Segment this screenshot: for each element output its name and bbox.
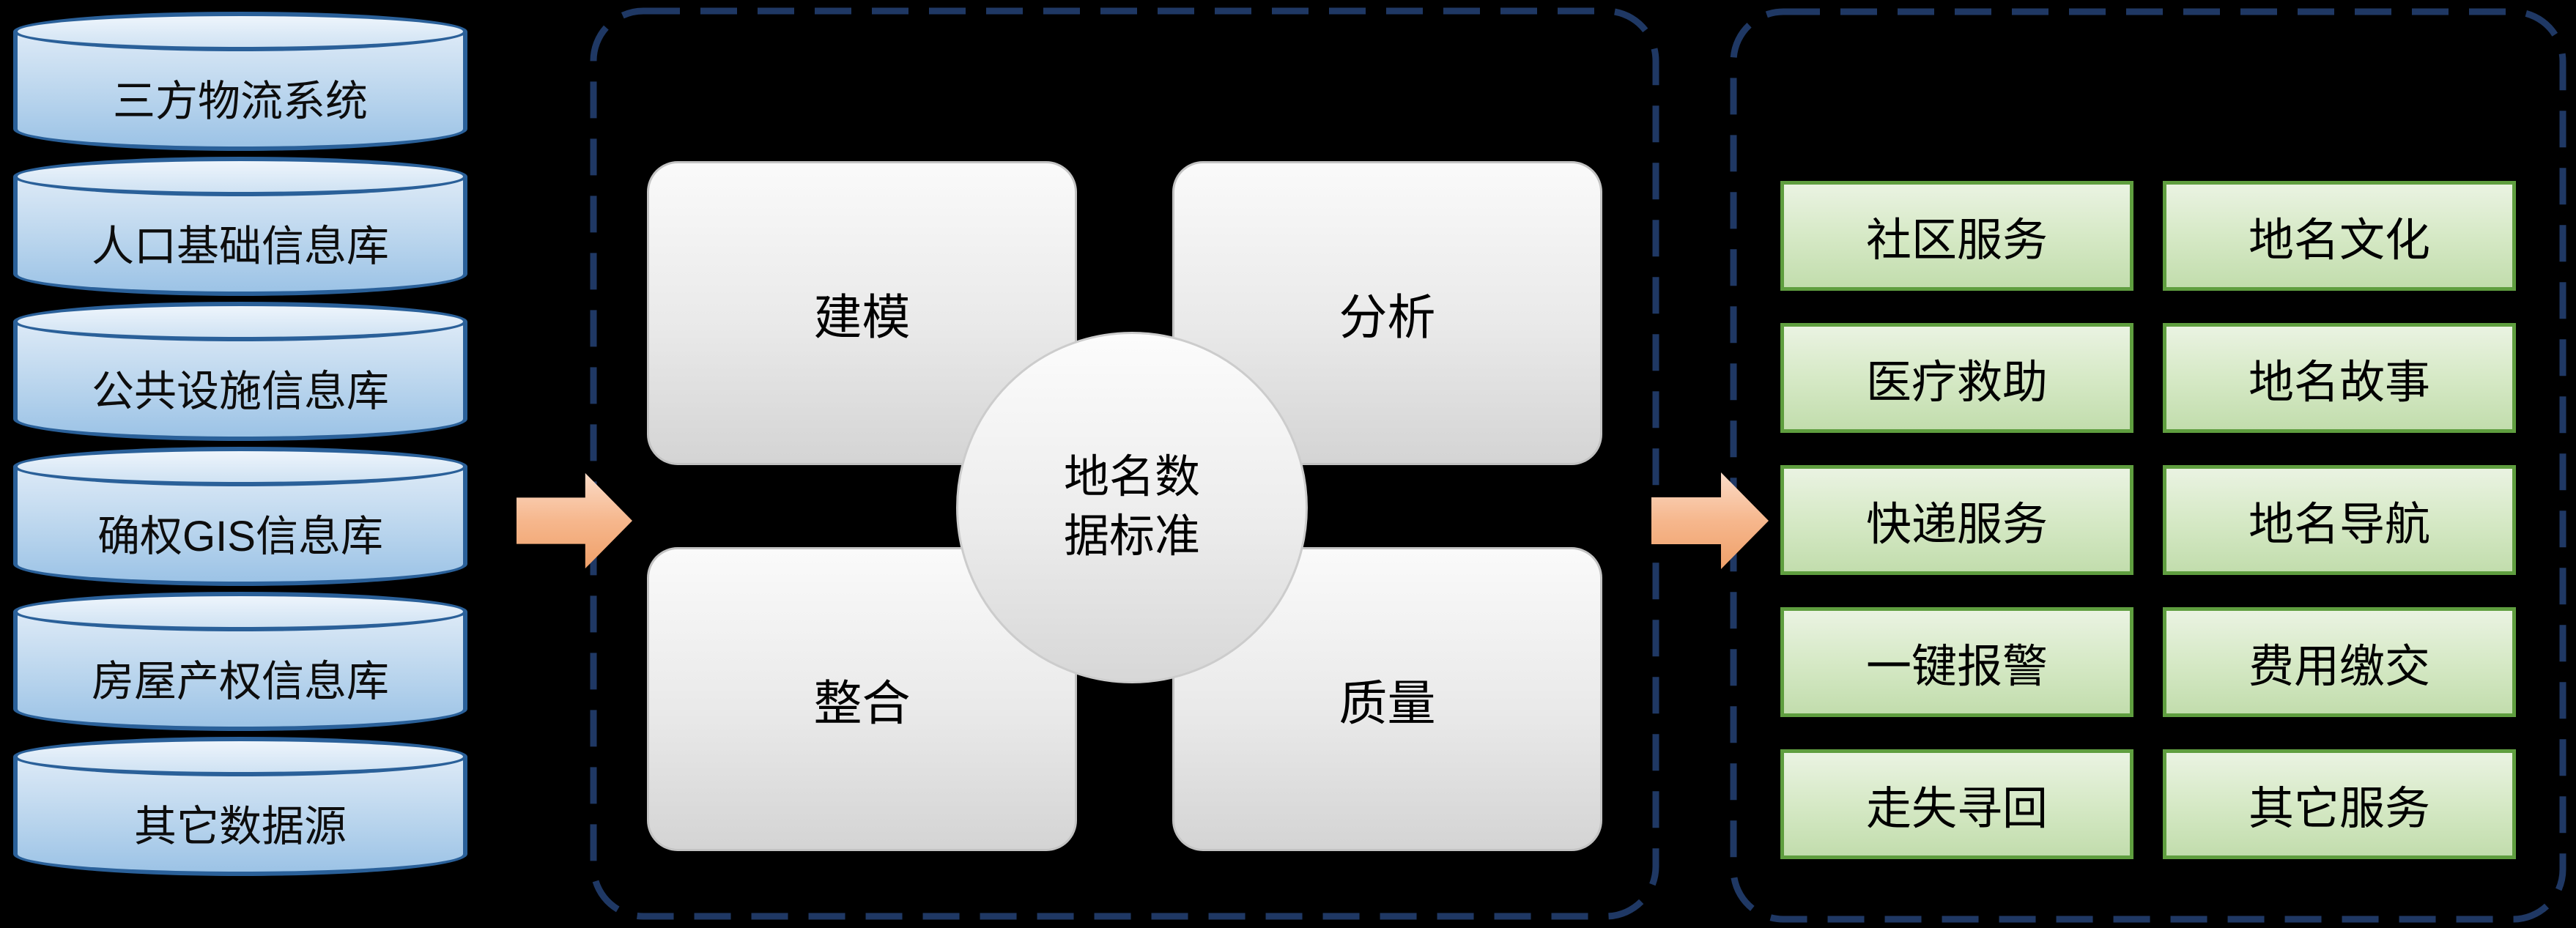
process-box: 建模 <box>647 161 1077 465</box>
service-box: 医疗救助 <box>1780 323 2133 433</box>
data-source-label: 公共设施信息库 <box>91 368 389 415</box>
process-panel: 建模 分析 整合 质量 地名数 据标准 <box>590 7 1659 920</box>
service-label: 地名文化 <box>2248 215 2430 266</box>
service-label: 社区服务 <box>1865 215 2048 266</box>
center-circle-label-line1: 地名数 <box>1063 452 1200 503</box>
cylinder-body <box>13 467 467 586</box>
service-box: 地名文化 <box>2163 181 2516 291</box>
data-source-cylinder: 其它数据源 <box>13 737 467 876</box>
cylinder-top <box>13 737 467 776</box>
cylinder-body <box>13 757 467 876</box>
cylinder-top <box>13 592 467 631</box>
service-box: 走失寻回 <box>1780 749 2133 859</box>
cylinder-top <box>13 157 467 196</box>
service-label: 走失寻回 <box>1865 784 2048 834</box>
process-box-label: 整合 <box>813 675 911 730</box>
data-source-cylinder: 房屋产权信息库 <box>13 592 467 731</box>
service-box: 社区服务 <box>1780 181 2133 291</box>
data-sources-column: 三方物流系统 人口基础信息库 公共设施信息库 确权GIS信息库 房屋产权信息库 … <box>13 12 467 876</box>
right-arrow-icon <box>1651 472 1769 569</box>
process-panel-dashed-border <box>590 7 1659 920</box>
services-panel-dashed-border <box>1730 8 2566 923</box>
data-source-label: 其它数据源 <box>133 803 347 850</box>
right-arrow-icon <box>517 472 632 569</box>
process-box-label: 建模 <box>813 289 911 344</box>
service-label: 地名故事 <box>2248 357 2430 408</box>
data-source-cylinder: 确权GIS信息库 <box>13 447 467 586</box>
service-label: 其它服务 <box>2248 784 2430 834</box>
cylinder-body <box>13 31 467 151</box>
data-source-label: 确权GIS信息库 <box>97 513 383 560</box>
service-label: 快递服务 <box>1865 500 2048 550</box>
cylinder-body <box>13 322 467 441</box>
service-box: 快递服务 <box>1780 465 2133 575</box>
services-grid: 社区服务 地名文化 医疗救助 地名故事 快递服务 地名导航 一键报警 费用缴交 … <box>1730 181 2566 859</box>
center-circle-label-line2: 据标准 <box>1063 511 1200 562</box>
process-box-label: 分析 <box>1339 289 1436 344</box>
cylinder-top <box>13 302 467 341</box>
data-source-label: 房屋产权信息库 <box>91 658 389 705</box>
process-box-label: 质量 <box>1339 675 1436 730</box>
cylinder-body <box>13 612 467 731</box>
data-source-label: 三方物流系统 <box>112 78 368 125</box>
service-label: 一键报警 <box>1865 642 2048 692</box>
data-source-cylinder: 人口基础信息库 <box>13 157 467 296</box>
services-panel: 社区服务 地名文化 医疗救助 地名故事 快递服务 地名导航 一键报警 费用缴交 … <box>1730 8 2566 923</box>
service-label: 医疗救助 <box>1865 357 2048 408</box>
service-label: 费用缴交 <box>2248 642 2430 692</box>
cylinder-body <box>13 177 467 296</box>
service-box: 地名导航 <box>2163 465 2516 575</box>
service-box: 地名故事 <box>2163 323 2516 433</box>
service-label: 地名导航 <box>2248 500 2430 550</box>
data-source-cylinder: 公共设施信息库 <box>13 302 467 441</box>
center-circle: 地名数 据标准 <box>956 332 1308 683</box>
service-box: 其它服务 <box>2163 749 2516 859</box>
data-source-cylinder: 三方物流系统 <box>13 12 467 151</box>
cylinder-top <box>13 12 467 51</box>
service-box: 一键报警 <box>1780 607 2133 717</box>
data-source-label: 人口基础信息库 <box>91 223 389 270</box>
cylinder-top <box>13 447 467 486</box>
service-box: 费用缴交 <box>2163 607 2516 717</box>
